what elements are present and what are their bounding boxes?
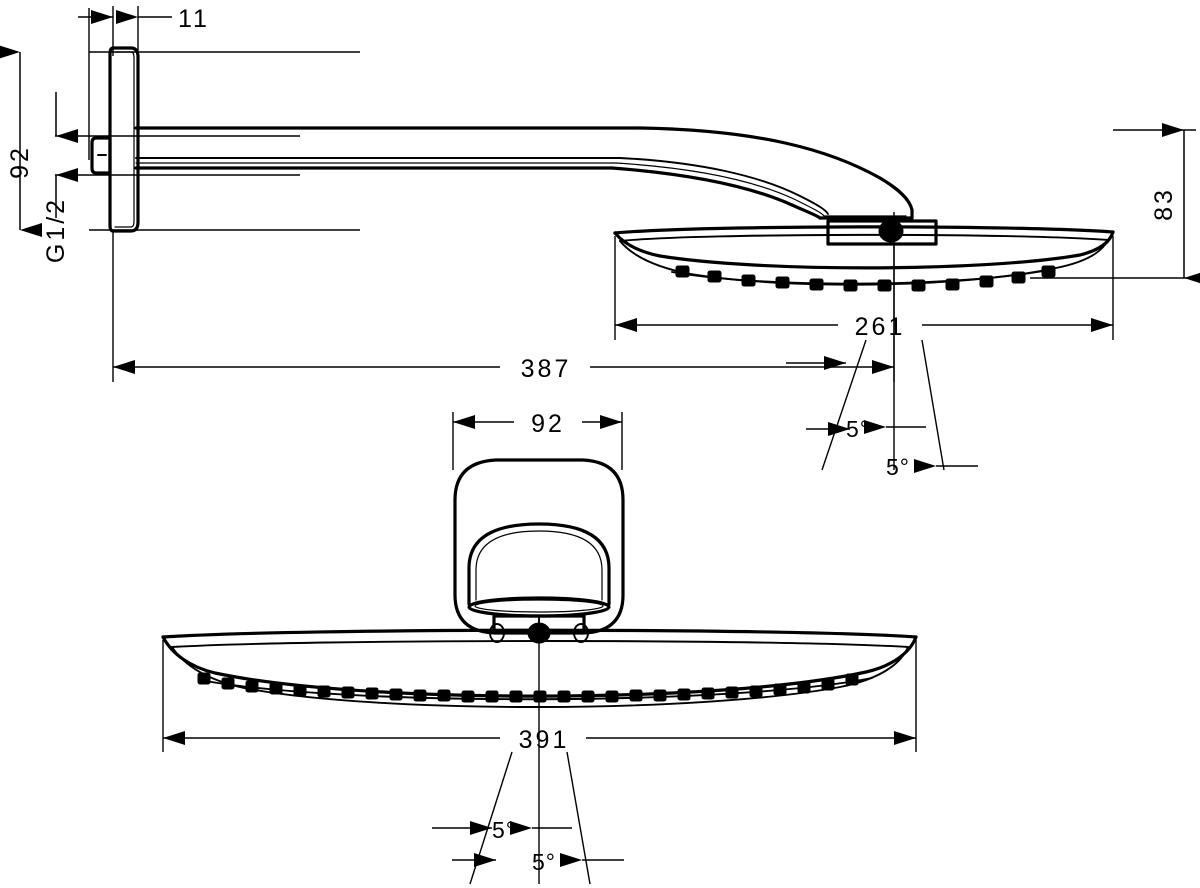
side-elevation-view: 11 92 G1/2 83 261 387 (0, 5, 1200, 480)
dim-label-head-height: 83 (1150, 187, 1178, 221)
arm-end-ellipse-inner (474, 599, 604, 613)
dim-label-plate-height: 92 (6, 145, 34, 179)
bracket-inner-arch-secondary (475, 530, 603, 601)
front-elevation-view: 92 (161, 410, 918, 885)
pivot-boss (826, 219, 938, 246)
pivot-pin-left (489, 623, 505, 643)
head-inner-silhouette-front (171, 646, 909, 708)
head-inner-silhouette-side (619, 239, 1109, 286)
dim-label-angle-a-side: 5° (846, 416, 870, 442)
arm-lower-sweep (610, 166, 822, 220)
dim-label-arm-reach: 387 (521, 355, 572, 383)
head-inner-rim-front (171, 640, 909, 648)
dim-label-head-width: 391 (519, 726, 570, 754)
dim-label-angle-b-front: 5° (532, 849, 556, 875)
nozzle-row-baseline-side (671, 268, 1055, 285)
head-top-rim-front (161, 628, 918, 639)
dim-label-angle-b-side: 5° (886, 454, 910, 480)
dim-label-angle-a-front: 5° (492, 817, 516, 843)
pivot-pin-right (573, 623, 589, 643)
escutcheon-inner-edge (114, 51, 135, 228)
nozzle-cluster-side (675, 265, 1056, 292)
side-angle-ray-left (821, 339, 867, 471)
front-angle-ray-right (566, 751, 591, 885)
nozzle-cluster-front (197, 672, 859, 703)
arm-upper-sweep (638, 126, 914, 212)
head-top-rim-side (613, 225, 1115, 235)
head-outer-silhouette-side (613, 230, 1115, 270)
dim-label-plate-depth: 11 (178, 5, 210, 33)
bracket-outer-body (453, 458, 625, 635)
arm-mid-sweep-lower (615, 162, 825, 217)
thread-connector-block (90, 136, 112, 175)
dim-label-bracket-width: 92 (531, 410, 565, 438)
bracket-inner-arch (467, 522, 611, 606)
wall-escutcheon-plate (108, 46, 140, 233)
head-inner-rim-side (619, 233, 1109, 242)
dim-label-head-depth: 261 (855, 313, 906, 341)
side-angle-ray-right (921, 339, 945, 471)
pivot-ball-marker (878, 219, 904, 243)
dim-label-thread-spec: G1/2 (42, 197, 70, 263)
arm-end-ellipse (467, 596, 611, 618)
arm-mid-sweep-upper (619, 157, 829, 215)
